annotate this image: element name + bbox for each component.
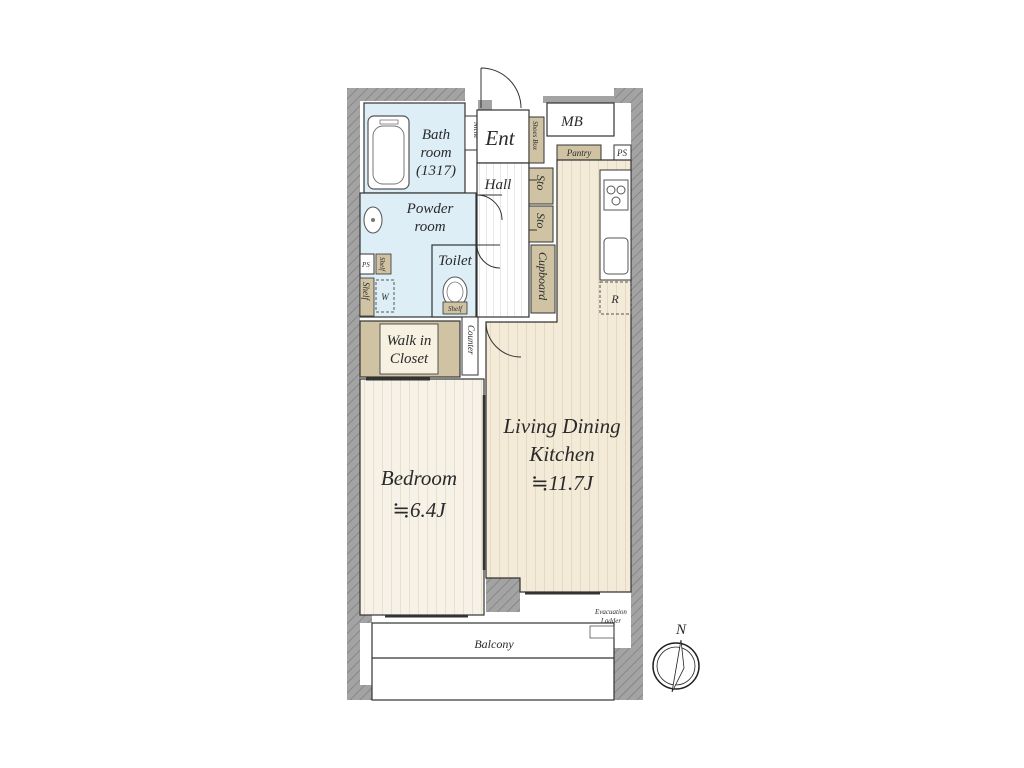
bath-tap-icon: [379, 119, 399, 125]
toilet-door-swing: [476, 244, 501, 269]
wet-area: Bath room (1317) Niche Powder room PS Sh…: [359, 102, 480, 318]
bath-label-1: Bath: [422, 127, 450, 143]
evacuation-hatch: [589, 625, 615, 639]
balcony-floor: [371, 622, 615, 701]
storage-1: [528, 167, 554, 205]
ent-label: Ent: [484, 126, 515, 150]
washbasin-drain-icon: [371, 218, 375, 222]
exterior-walls: [347, 88, 643, 700]
cupboard-label: Cupboard: [536, 252, 550, 301]
balcony-label: Balcony: [474, 637, 514, 651]
powder-label-1: Powder: [406, 201, 454, 217]
shelf-box-1: [375, 253, 392, 275]
walk-in-label-1: Walk in: [387, 333, 432, 349]
ps-left-box: [359, 253, 375, 275]
walk-in-closet-inner: [379, 323, 439, 375]
shelf-label-2: Shelf: [361, 282, 371, 301]
shelf-label-3: Shelf: [448, 305, 463, 313]
sto-label-1: Sto: [534, 175, 548, 190]
bedroom-floor: [359, 378, 485, 616]
closet-area: Walk in Closet Counter: [359, 316, 479, 378]
mb-label: MB: [560, 114, 583, 130]
toilet-seat-icon: [446, 281, 464, 303]
shelf-label-1: Shelf: [378, 257, 386, 272]
washer-label: W: [381, 292, 390, 302]
walk-in-label-2: Closet: [390, 351, 429, 367]
left-wall: [347, 88, 465, 700]
ps-left-label: PS: [361, 261, 370, 269]
hall-area: Ent Shoes Box Hall Sto Sto Cupboard: [476, 109, 556, 318]
closet-door-swing: [529, 179, 537, 231]
burner-1-icon: [606, 185, 616, 195]
toilet-label: Toilet: [438, 253, 472, 269]
mb-wall: [543, 96, 615, 103]
right-wall: [614, 88, 643, 700]
sto-label-2: Sto: [534, 213, 548, 228]
ldk-label-2: Kitchen: [528, 442, 594, 466]
shelf-box-3: [442, 301, 468, 315]
fridge-label: R: [610, 292, 619, 306]
core-wall: [486, 578, 520, 612]
doors: [476, 67, 537, 358]
compass-north-label: N: [675, 622, 687, 638]
ldk-size: ≒11.7J: [531, 471, 595, 495]
utility-area: MB Pantry PS: [546, 102, 632, 161]
counter-label: Counter: [466, 325, 476, 355]
bath-label-2: room: [420, 145, 451, 161]
bedroom-size: ≒6.4J: [392, 498, 447, 522]
balcony: Balcony Evacuation Ladder: [371, 608, 627, 701]
entrance-door-swing: [480, 67, 522, 109]
compass-needle-shade-icon: [671, 639, 685, 693]
burner-3-icon: [611, 196, 621, 206]
compass: N: [652, 622, 700, 693]
bedroom-label: Bedroom: [381, 466, 457, 490]
fridge-space: [599, 281, 632, 315]
cupboard: [530, 244, 556, 314]
wall-stub: [478, 100, 492, 110]
evacuation-label-2: Ladder: [600, 617, 622, 625]
ldk-label-1: Living Dining: [502, 414, 620, 438]
hall-label: Hall: [484, 177, 512, 193]
shelf-box-2: [359, 277, 375, 317]
storage-2: [528, 205, 554, 243]
ps-top-label: PS: [616, 148, 627, 158]
shoes-box-label: Shoes Box: [531, 121, 539, 151]
niche-label: Niche: [472, 121, 480, 138]
powder-door-swing: [476, 194, 503, 221]
evacuation-label-1: Evacuation: [594, 608, 627, 616]
counter: [461, 316, 479, 376]
ldk: R Living Dining Kitchen ≒11.7J: [485, 159, 632, 595]
pantry-label: Pantry: [566, 148, 592, 158]
ldk-door-swing: [485, 321, 522, 358]
bath-label-3: (1317): [416, 163, 456, 179]
compass-ring: [652, 642, 700, 690]
hall: [476, 162, 530, 318]
sink-icon: [603, 237, 629, 275]
bedroom: Bedroom ≒6.4J: [359, 377, 486, 618]
shoes-box: [528, 116, 545, 164]
bathtub-inner: [372, 125, 405, 185]
powder-label-2: room: [414, 219, 445, 235]
compass-inner-ring: [656, 646, 696, 686]
burner-2-icon: [616, 185, 626, 195]
mb-box: [546, 102, 615, 137]
